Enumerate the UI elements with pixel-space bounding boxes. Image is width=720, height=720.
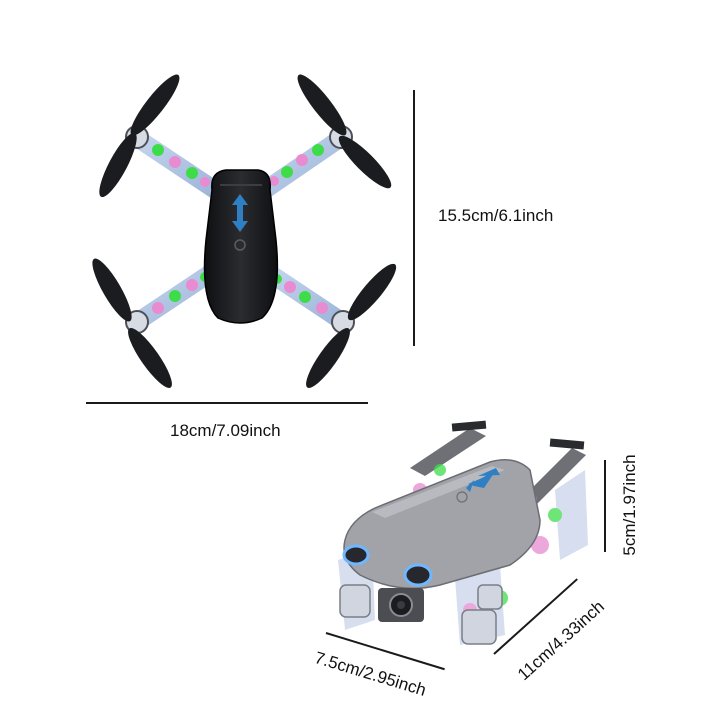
double-arrow-icon <box>232 194 248 232</box>
power-button-icon <box>234 239 246 251</box>
height-label: 15.5cm/6.1inch <box>438 206 554 225</box>
drone-arms <box>131 131 349 329</box>
folded-body <box>342 459 541 622</box>
width-rule <box>86 402 368 404</box>
folded-height-rule <box>604 460 606 552</box>
folded-motors <box>339 584 503 645</box>
double-arrow-icon-folded <box>466 468 500 492</box>
folded-height-label: 5cm/1.97inch <box>620 454 639 556</box>
folded-propellers <box>410 420 586 508</box>
power-button-icon-folded <box>456 491 468 503</box>
propellers <box>92 74 397 388</box>
height-rule <box>413 90 415 346</box>
led-dots <box>152 144 328 314</box>
drone-body <box>203 169 279 324</box>
width-label: 18cm/7.09inch <box>170 421 281 440</box>
